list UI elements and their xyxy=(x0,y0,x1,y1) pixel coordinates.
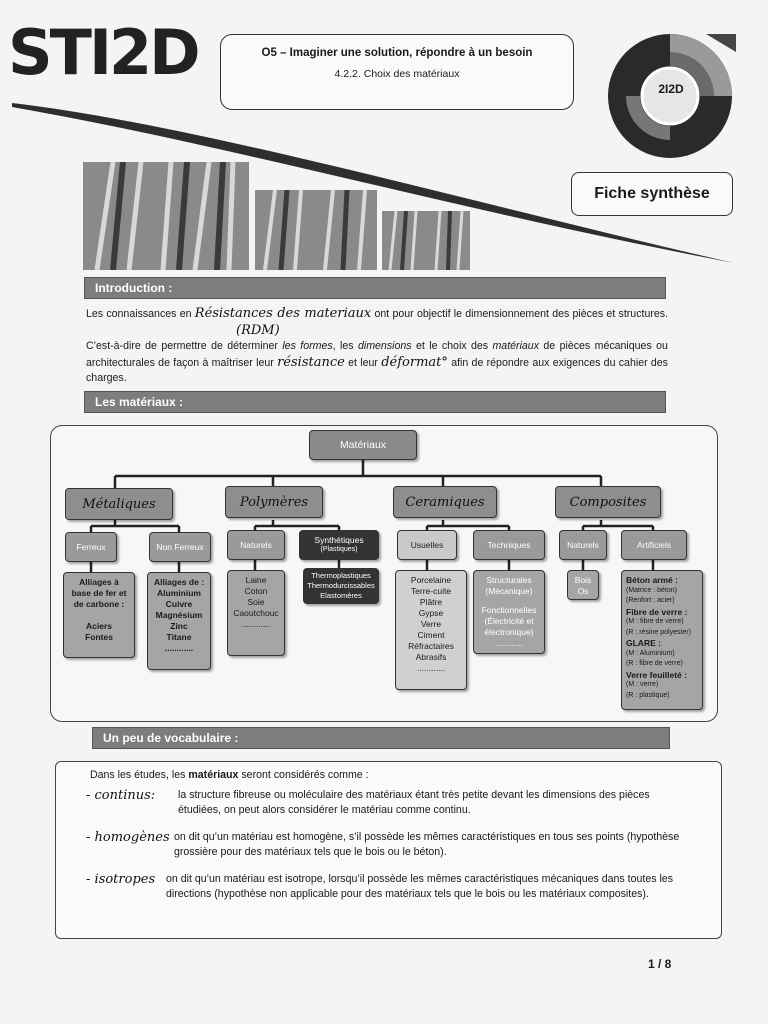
bamboo-photo-medium xyxy=(255,190,377,270)
list-polymeres-naturels: Laine Coton Soie Caoutchouc ............ xyxy=(227,570,285,656)
node-composites-naturels: Naturels xyxy=(559,530,607,560)
artificiels-item: (Matrice : béton) xyxy=(626,586,677,597)
list-composites-naturels: Bois Os xyxy=(567,570,599,600)
handwritten-rdm: Résistances des materiaux xyxy=(195,306,371,321)
node-synthetiques: Synthétiques (Plastiques) xyxy=(299,530,379,560)
vocab-item-homogenes: - homogènes on dit qu’un matériau est ho… xyxy=(86,830,686,860)
artificiels-item: (M : verre) xyxy=(626,680,658,691)
document-subtitle: 4.2.2. Choix des matériaux xyxy=(221,68,573,80)
vocab-item-continus: - continus: la structure fibreuse ou mol… xyxy=(86,788,686,818)
list-non-ferreux: Alliages de : Aluminium Cuivre Magnésium… xyxy=(147,572,211,670)
introduction-text: Les connaissances en Résistances des mat… xyxy=(86,306,668,387)
node-composites: Composites xyxy=(555,486,661,518)
artificiels-item: Verre feuilleté : xyxy=(626,670,687,681)
section-materiaux-heading: Les matériaux : xyxy=(84,391,666,413)
bamboo-photo-large xyxy=(83,162,249,270)
section-vocabulaire-heading: Un peu de vocabulaire : xyxy=(92,727,670,749)
artificiels-item: (R : fibre de verre) xyxy=(626,659,683,670)
artificiels-item: (M : fibre de verre) xyxy=(626,617,684,628)
materials-tree-diagram: Matériaux Métaliques Polymères Ceramique… xyxy=(50,425,718,722)
artificiels-item: (Renfort : acier) xyxy=(626,596,675,607)
list-synthetiques: Thermoplastiques Thermodurcissables Elas… xyxy=(303,568,379,604)
bamboo-photo-small xyxy=(382,211,470,270)
node-ferreux: Ferreux xyxy=(65,532,117,562)
artificiels-item: GLARE : xyxy=(626,638,661,649)
list-techniques: Structurales (Mécanique) Fonctionnelles … xyxy=(473,570,545,654)
node-polymeres-naturels: Naturels xyxy=(227,530,285,560)
handwritten-deformation: déformat° xyxy=(381,355,448,370)
node-artificiels: Artificiels xyxy=(621,530,687,560)
intro-paragraph-2: C’est-à-dire de permettre de déterminer … xyxy=(86,339,668,387)
node-non-ferreux: Non Ferreux xyxy=(149,532,211,562)
node-ceramiques: Ceramiques xyxy=(393,486,497,518)
list-usuelles: Porcelaine Terre-cuite Plâtre Gypse Verr… xyxy=(395,570,467,690)
handwritten-resistance: résistance xyxy=(277,355,345,370)
document-title: O5 – Imaginer une solution, répondre à u… xyxy=(221,47,573,59)
fiche-synthese-label: Fiche synthèse xyxy=(571,172,733,216)
handwritten-rdm-abbr: (RDM) xyxy=(236,323,280,338)
vocabulary-box: Dans les études, les matériaux seront co… xyxy=(55,761,722,939)
artificiels-item: (M : Aluminium) xyxy=(626,649,675,660)
section-introduction-heading: Introduction : xyxy=(84,277,666,299)
vocab-item-isotropes: - isotropes on dit qu’un matériau est is… xyxy=(86,872,686,902)
node-metaliques: Métaliques xyxy=(65,488,173,520)
list-artificiels: Béton armé :(Matrice : béton)(Renfort : … xyxy=(621,570,703,710)
node-techniques: Techniques xyxy=(473,530,545,560)
artificiels-item: Fibre de verre : xyxy=(626,607,687,618)
badge-label: 2I2D xyxy=(646,82,696,96)
page-number: 1 / 8 xyxy=(648,957,671,971)
sti2d-logo: STI2D xyxy=(8,22,198,84)
node-materiaux: Matériaux xyxy=(309,430,417,460)
node-polymeres: Polymères xyxy=(225,486,323,518)
intro-paragraph-1: Les connaissances en Résistances des mat… xyxy=(86,306,668,339)
list-ferreux: Alliages à base de fer et de carbone : A… xyxy=(63,572,135,658)
artificiels-item: (R : plastique) xyxy=(626,691,670,702)
node-usuelles: Usuelles xyxy=(397,530,457,560)
artificiels-item: Béton armé : xyxy=(626,575,678,586)
artificiels-item: (R : résine polyester) xyxy=(626,628,691,639)
vocab-intro: Dans les études, les matériaux seront co… xyxy=(90,768,369,783)
